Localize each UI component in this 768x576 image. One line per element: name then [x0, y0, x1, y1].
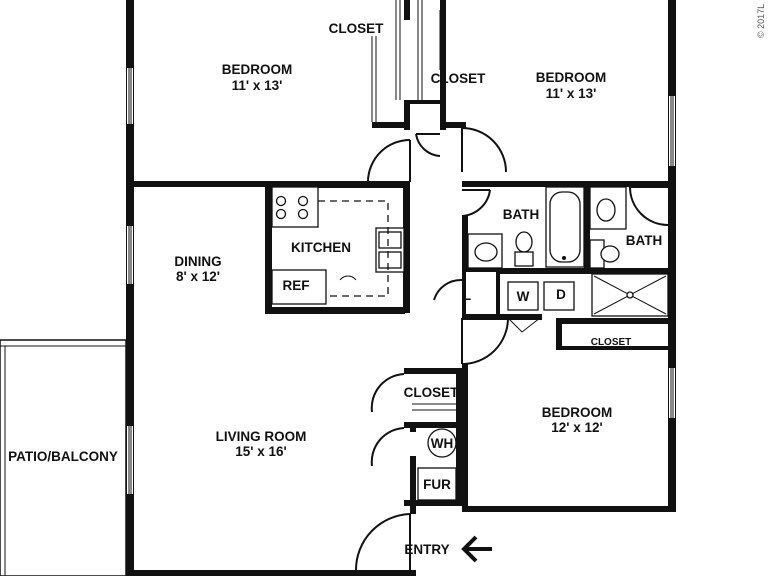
living-room-size: 15' x 16' [235, 444, 286, 459]
patio-name: PATIO/BALCONY [8, 449, 118, 464]
ref-label: REF [283, 278, 310, 293]
copyright: © 2017L [756, 4, 766, 38]
entry-arrow-icon [461, 535, 492, 563]
dining-name: DINING [174, 254, 221, 269]
washer-label: W [517, 289, 530, 304]
bath-2-name: BATH [626, 233, 663, 248]
bedroom-se-name: BEDROOM [542, 405, 613, 420]
bedroom-se-size: 12' x 12' [551, 420, 602, 435]
left-wall-openings [127, 68, 133, 494]
entry-label: ENTRY [404, 542, 449, 557]
patio-balcony [0, 339, 127, 576]
closet-ne-label: CLOSET [431, 71, 487, 86]
closet-se-label: CLOSET [591, 337, 632, 348]
furnace-label: FUR [423, 477, 451, 492]
closet-details [371, 0, 668, 411]
living-room-name: LIVING ROOM [216, 429, 307, 444]
interior-walls [126, 0, 668, 514]
bath-1-name: BATH [503, 207, 540, 222]
kitchen-name: KITCHEN [291, 240, 351, 255]
linen-label: L [463, 288, 471, 303]
bedroom-ne-size: 11' x 13' [546, 86, 597, 101]
bath-2-fixtures [589, 186, 669, 317]
bedroom-nw-name: BEDROOM [222, 62, 293, 77]
water-heater-label: WH [431, 436, 454, 451]
laundry [507, 281, 575, 311]
exterior-walls [126, 0, 676, 576]
doors [355, 127, 669, 571]
kitchen-area [265, 186, 405, 314]
bedroom-ne-name: BEDROOM [536, 70, 607, 85]
closet-nw-label: CLOSET [329, 21, 385, 36]
utility [417, 428, 457, 501]
bedroom-nw-size: 11' x 13' [232, 78, 283, 93]
dining-size: 8' x 12' [176, 269, 220, 284]
dryer-label: D [556, 287, 566, 302]
closet-hall-label: CLOSET [404, 385, 460, 400]
bath-1-fixtures [467, 186, 585, 269]
right-wall-openings [669, 96, 675, 418]
